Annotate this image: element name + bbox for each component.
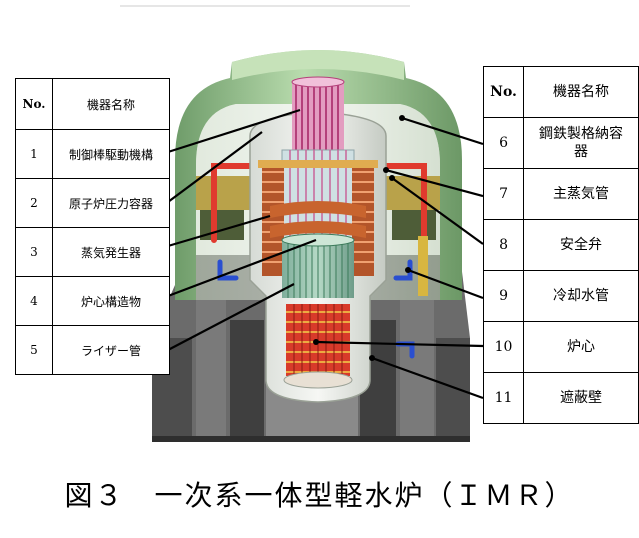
- right-table-header: No. 機器名称: [482, 66, 639, 118]
- leader-dot-11: [369, 355, 375, 361]
- main-steam-pipe: [211, 163, 427, 243]
- leader-lines-left: [167, 108, 317, 351]
- core-structure: [281, 233, 355, 298]
- leader-dot-10: [313, 339, 319, 345]
- table-row: 6 鋼鉄製格納容器: [482, 117, 639, 169]
- row-name: 遮蔽壁: [523, 372, 639, 424]
- row-no: 2: [15, 178, 53, 228]
- right-header-name: 機器名称: [523, 66, 639, 118]
- row-no: 4: [15, 276, 53, 326]
- right-support: [392, 210, 436, 240]
- row-no: 9: [482, 270, 525, 322]
- table-row: 11 遮蔽壁: [482, 372, 639, 424]
- table-row: 4 炉心構造物: [15, 276, 170, 326]
- row-name: 制御棒駆動機構: [52, 129, 170, 179]
- row-name: 蒸気発生器: [52, 227, 170, 277]
- reactor-core: [283, 304, 353, 389]
- row-name: 冷却水管: [523, 270, 639, 322]
- table-row: 10 炉心: [482, 321, 639, 373]
- row-no: 8: [482, 219, 525, 271]
- row-name: 鋼鉄製格納容器: [523, 117, 639, 169]
- row-name: 炉心: [523, 321, 639, 373]
- leader-dot-9: [405, 267, 411, 273]
- table-row: 1 制御棒駆動機構: [15, 129, 170, 179]
- row-no: 6: [482, 117, 525, 169]
- row-name: 安全弁: [523, 219, 639, 271]
- control-rod-drive: [291, 76, 345, 150]
- row-no: 11: [482, 372, 525, 424]
- table-row: 2 原子炉圧力容器: [15, 178, 170, 228]
- row-name: 炉心構造物: [52, 276, 170, 326]
- table-row: 7 主蒸気管: [482, 168, 639, 220]
- left-header-name: 機器名称: [52, 78, 170, 130]
- table-row: 5 ライザー管: [15, 325, 170, 375]
- row-no: 10: [482, 321, 525, 373]
- row-no: 7: [482, 168, 525, 220]
- row-name: 原子炉圧力容器: [52, 178, 170, 228]
- row-name: ライザー管: [52, 325, 170, 375]
- leader-dot-8: [389, 175, 395, 181]
- table-row: 3 蒸気発生器: [15, 227, 170, 277]
- steam-generator: [258, 160, 378, 276]
- leader-lines-right: [315, 116, 484, 400]
- leader-dot-6: [399, 115, 405, 121]
- table-row: 9 冷却水管: [482, 270, 639, 322]
- row-no: 5: [15, 325, 53, 375]
- right-valve-column: [418, 236, 428, 296]
- table-row: 8 安全弁: [482, 219, 639, 271]
- left-table-header: No. 機器名称: [15, 78, 170, 130]
- figure-caption: 図３ 一次系一体型軽水炉（ＩＭＲ）: [64, 479, 575, 512]
- left-parts-table: No. 機器名称 1 制御棒駆動機構 2 原子炉圧力容器 3 蒸気発生器 4 炉…: [15, 78, 170, 375]
- row-no: 1: [15, 129, 53, 179]
- right-parts-table: No. 機器名称 6 鋼鉄製格納容器 7 主蒸気管 8 安全弁 9 冷却水管 1…: [482, 66, 639, 424]
- leader-dot-7: [383, 167, 389, 173]
- row-no: 3: [15, 227, 53, 277]
- row-name: 主蒸気管: [523, 168, 639, 220]
- right-header-no: No.: [482, 66, 525, 118]
- left-header-no: No.: [15, 78, 53, 130]
